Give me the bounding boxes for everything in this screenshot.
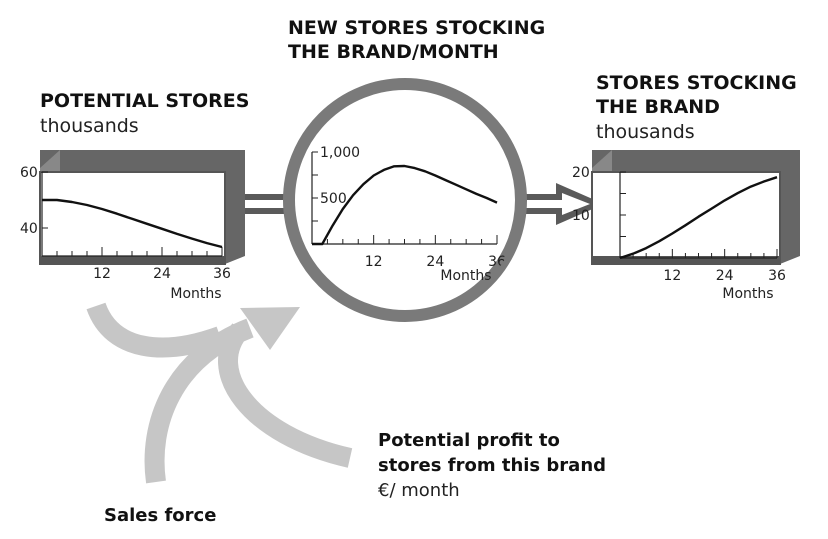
x-axis-title: Months xyxy=(722,286,773,302)
sales-force-arrowhead xyxy=(240,307,300,350)
potential-stores-title: POTENTIAL STORES xyxy=(40,90,249,112)
right-box-side xyxy=(592,150,612,172)
outflow-pipe-inner xyxy=(212,200,294,208)
right-box-top xyxy=(592,150,800,264)
y-tick-label: 20 xyxy=(572,165,590,181)
x-tick-label: 12 xyxy=(93,266,111,282)
stocking-stores-stock xyxy=(591,150,800,265)
x-tick-label: 36 xyxy=(768,268,786,284)
left-box-side xyxy=(40,150,60,172)
y-tick-label: 1,000 xyxy=(320,145,360,161)
flow-valve-ring xyxy=(283,78,527,322)
sales-force-arrow xyxy=(86,302,224,358)
x-tick-label: 36 xyxy=(213,266,231,282)
stocking-title-1: STORES STOCKING xyxy=(596,72,797,94)
new-stores-title-1: NEW STORES STOCKING xyxy=(288,17,545,39)
series-line xyxy=(42,198,223,249)
x-axis-title: Months xyxy=(170,286,221,302)
series-line xyxy=(619,176,778,260)
y-tick-label: 10 xyxy=(572,208,590,224)
potential-stores-unit: thousands xyxy=(40,115,139,137)
sales-force-label: Sales force xyxy=(104,505,216,526)
x-tick-label: 24 xyxy=(153,266,171,282)
x-tick-label: 12 xyxy=(365,254,383,270)
profit-unit: €/ month xyxy=(378,480,460,501)
left-box-top xyxy=(40,150,245,264)
stocking-unit: thousands xyxy=(596,121,695,143)
y-tick-label: 40 xyxy=(20,221,38,237)
x-tick-label: 24 xyxy=(426,254,444,270)
x-tick-label: 24 xyxy=(716,268,734,284)
right-box-base xyxy=(592,256,780,264)
y-tick-label: 60 xyxy=(20,165,38,181)
profit-label-1: Potential profit to xyxy=(378,430,560,451)
profit-arrow xyxy=(218,323,353,468)
x-axis-title: Months xyxy=(440,268,491,284)
stocking-title-2: THE BRAND xyxy=(596,96,720,118)
inflow-arrow-inner xyxy=(520,193,590,215)
left-box-base xyxy=(40,256,225,264)
y-tick-label: 500 xyxy=(320,191,347,207)
series-line xyxy=(312,164,498,246)
x-tick-label: 12 xyxy=(663,268,681,284)
new-stores-title-2: THE BRAND/MONTH xyxy=(288,41,499,63)
influence-arrows xyxy=(86,302,353,484)
potential-stores-stock xyxy=(39,150,245,265)
profit-label-2: stores from this brand xyxy=(378,455,606,476)
